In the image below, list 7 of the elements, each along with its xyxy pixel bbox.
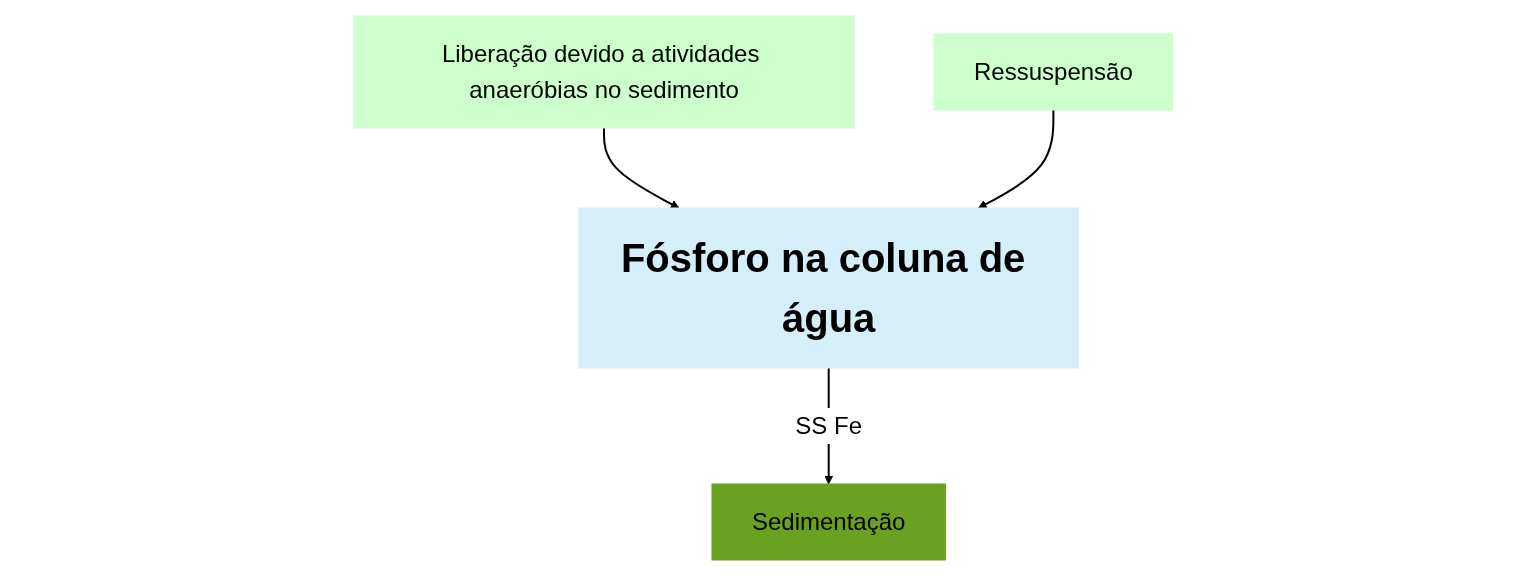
node-box: Sedimentação (711, 483, 946, 561)
arrow (977, 109, 1054, 209)
node-box: Fósforo na coluna de água (577, 207, 1079, 369)
arrow (602, 127, 679, 209)
node-box: Ressuspensão (933, 33, 1173, 111)
edge-label: SS Fe (794, 412, 862, 439)
node-box: Liberação devido a atividades anaeróbias no sedimento (353, 15, 855, 129)
